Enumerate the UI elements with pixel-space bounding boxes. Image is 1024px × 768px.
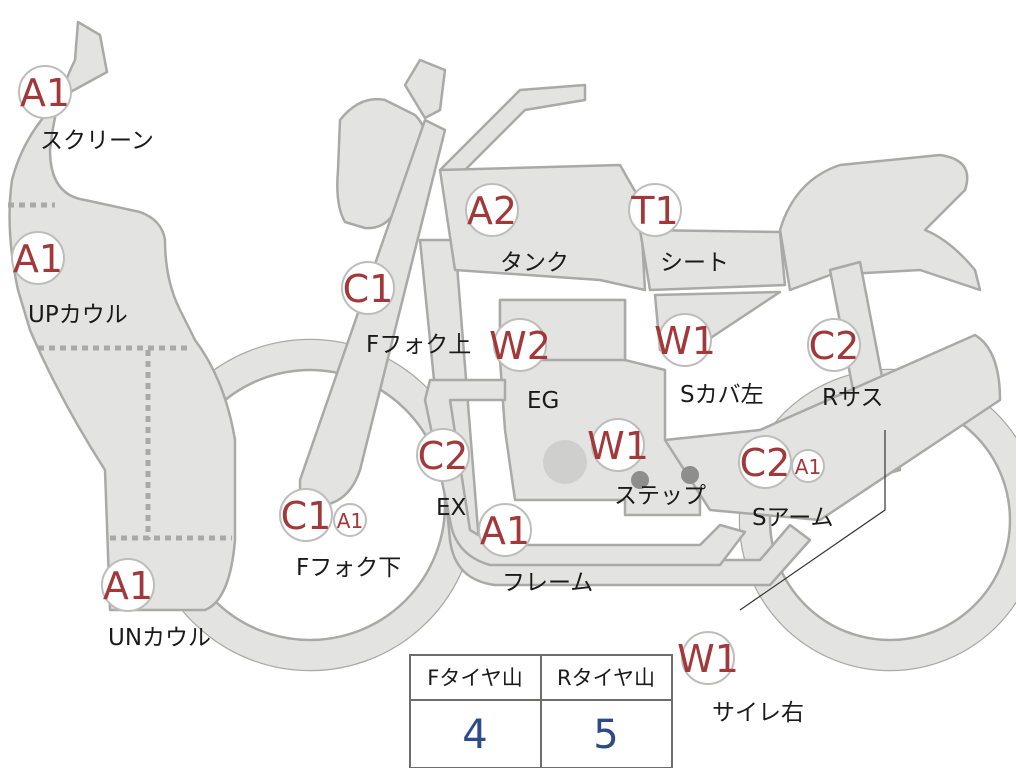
exhaust-pipe-shape [423,378,747,567]
badge-ffork-lower-circle [279,488,333,542]
silencer-leader-line [739,430,886,611]
sub-badge-sarm-circle [791,449,825,483]
label-ffork-lower: Fフォク下 [296,555,401,581]
badge-rsus-circle [807,318,861,372]
label-frame: フレーム [502,570,593,596]
badge-seat: T1 [628,183,682,237]
label-ex: EX [436,495,467,521]
label-silencer-right: サイレ右 [712,700,804,726]
badge-screen-text: A1 [20,71,70,115]
engine-cover-dot [543,440,587,484]
badge-upcowl: A1 [11,231,65,285]
step-peg-2 [681,466,699,484]
tire-tread-table: Fタイヤ山 Rタイヤ山 4 5 [409,654,673,768]
badge-ffork-upper-text: C1 [343,267,394,311]
badge-upcowl-circle [11,231,65,285]
label-step: ステップ [614,483,706,509]
label-upcowl: UPカウル [28,302,128,328]
label-seat: シート [660,250,729,276]
sub-badge-sarm-text: A1 [795,455,821,479]
badge-ex: C2 [416,428,470,482]
badge-eg-circle [493,318,547,372]
badge-step: W1 [587,418,649,472]
front-tire-value: 4 [462,712,487,758]
badge-uncowl-text: A1 [103,564,153,608]
label-ffork-upper: Fフォク上 [366,332,471,358]
badge-rsus-text: C2 [809,324,860,368]
label-rsus: Rサス [822,385,884,411]
rear-tire-header: Rタイヤ山 [557,666,655,690]
label-sarm: Sアーム [752,505,834,531]
step-peg-1 [631,471,649,489]
badge-rsus: C2 [807,318,861,372]
badge-sarm-text: C2 [740,441,791,485]
badge-seat-text: T1 [630,189,678,233]
badge-frame: A1 [478,503,532,557]
label-eg: EG [527,388,559,414]
badge-screen: A1 [18,65,72,119]
front-tire-header: Fタイヤ山 [427,666,522,690]
badge-uncowl: A1 [101,558,155,612]
label-tank: タンク [500,250,569,276]
badge-step-text: W1 [587,424,649,468]
badge-ex-text: C2 [418,434,469,478]
badge-sarm-circle [738,435,792,489]
badge-upcowl-text: A1 [13,237,63,281]
rear-tire-value: 5 [593,712,618,758]
badge-silencer-right-text: W1 [677,637,739,681]
badge-frame-text: A1 [480,509,530,553]
fairing-shape [8,20,237,612]
badge-seat-circle [628,183,682,237]
badge-ffork-lower: C1 [279,488,333,542]
sub-badge-ffork-lower-circle [333,503,367,537]
badge-ffork-upper: C1 [341,261,395,315]
badge-eg-text: W2 [489,324,551,368]
seat-shape [638,228,787,292]
badge-eg: W2 [489,318,551,372]
sub-badge-ffork-lower: A1 [333,503,367,537]
badge-sarm: C2 [738,435,792,489]
frame-shape [438,83,587,172]
badge-silencer-right-circle [681,631,735,685]
part-labels: スクリーン UPカウル UNカウル Fフォク上 Fフォク下 タンク シート Sカバ左 Rサス EG… [28,128,884,726]
badge-ex-circle [416,428,470,482]
badge-scover-left-text: W1 [654,319,716,363]
badge-scover-left-circle [658,313,712,367]
tail-shape [778,153,982,292]
badge-ffork-upper-circle [341,261,395,315]
badge-silencer-right: W1 [677,631,739,685]
badge-scover-left: W1 [654,313,716,367]
sub-badge-ffork-lower-text: A1 [337,509,363,533]
badge-uncowl-circle [101,558,155,612]
sub-badge-sarm: A1 [791,449,825,483]
label-screen: スクリーン [40,128,154,154]
badge-frame-circle [478,503,532,557]
badge-tank-text: A2 [467,189,517,233]
badge-step-circle [591,418,645,472]
badge-tank: A2 [465,183,519,237]
label-uncowl: UNカウル [108,625,211,651]
badge-tank-circle [465,183,519,237]
handlebar-grip-shape [403,58,447,120]
badge-screen-circle [18,65,72,119]
badge-ffork-lower-text: C1 [281,494,332,538]
label-scover-left: Sカバ左 [680,382,764,408]
